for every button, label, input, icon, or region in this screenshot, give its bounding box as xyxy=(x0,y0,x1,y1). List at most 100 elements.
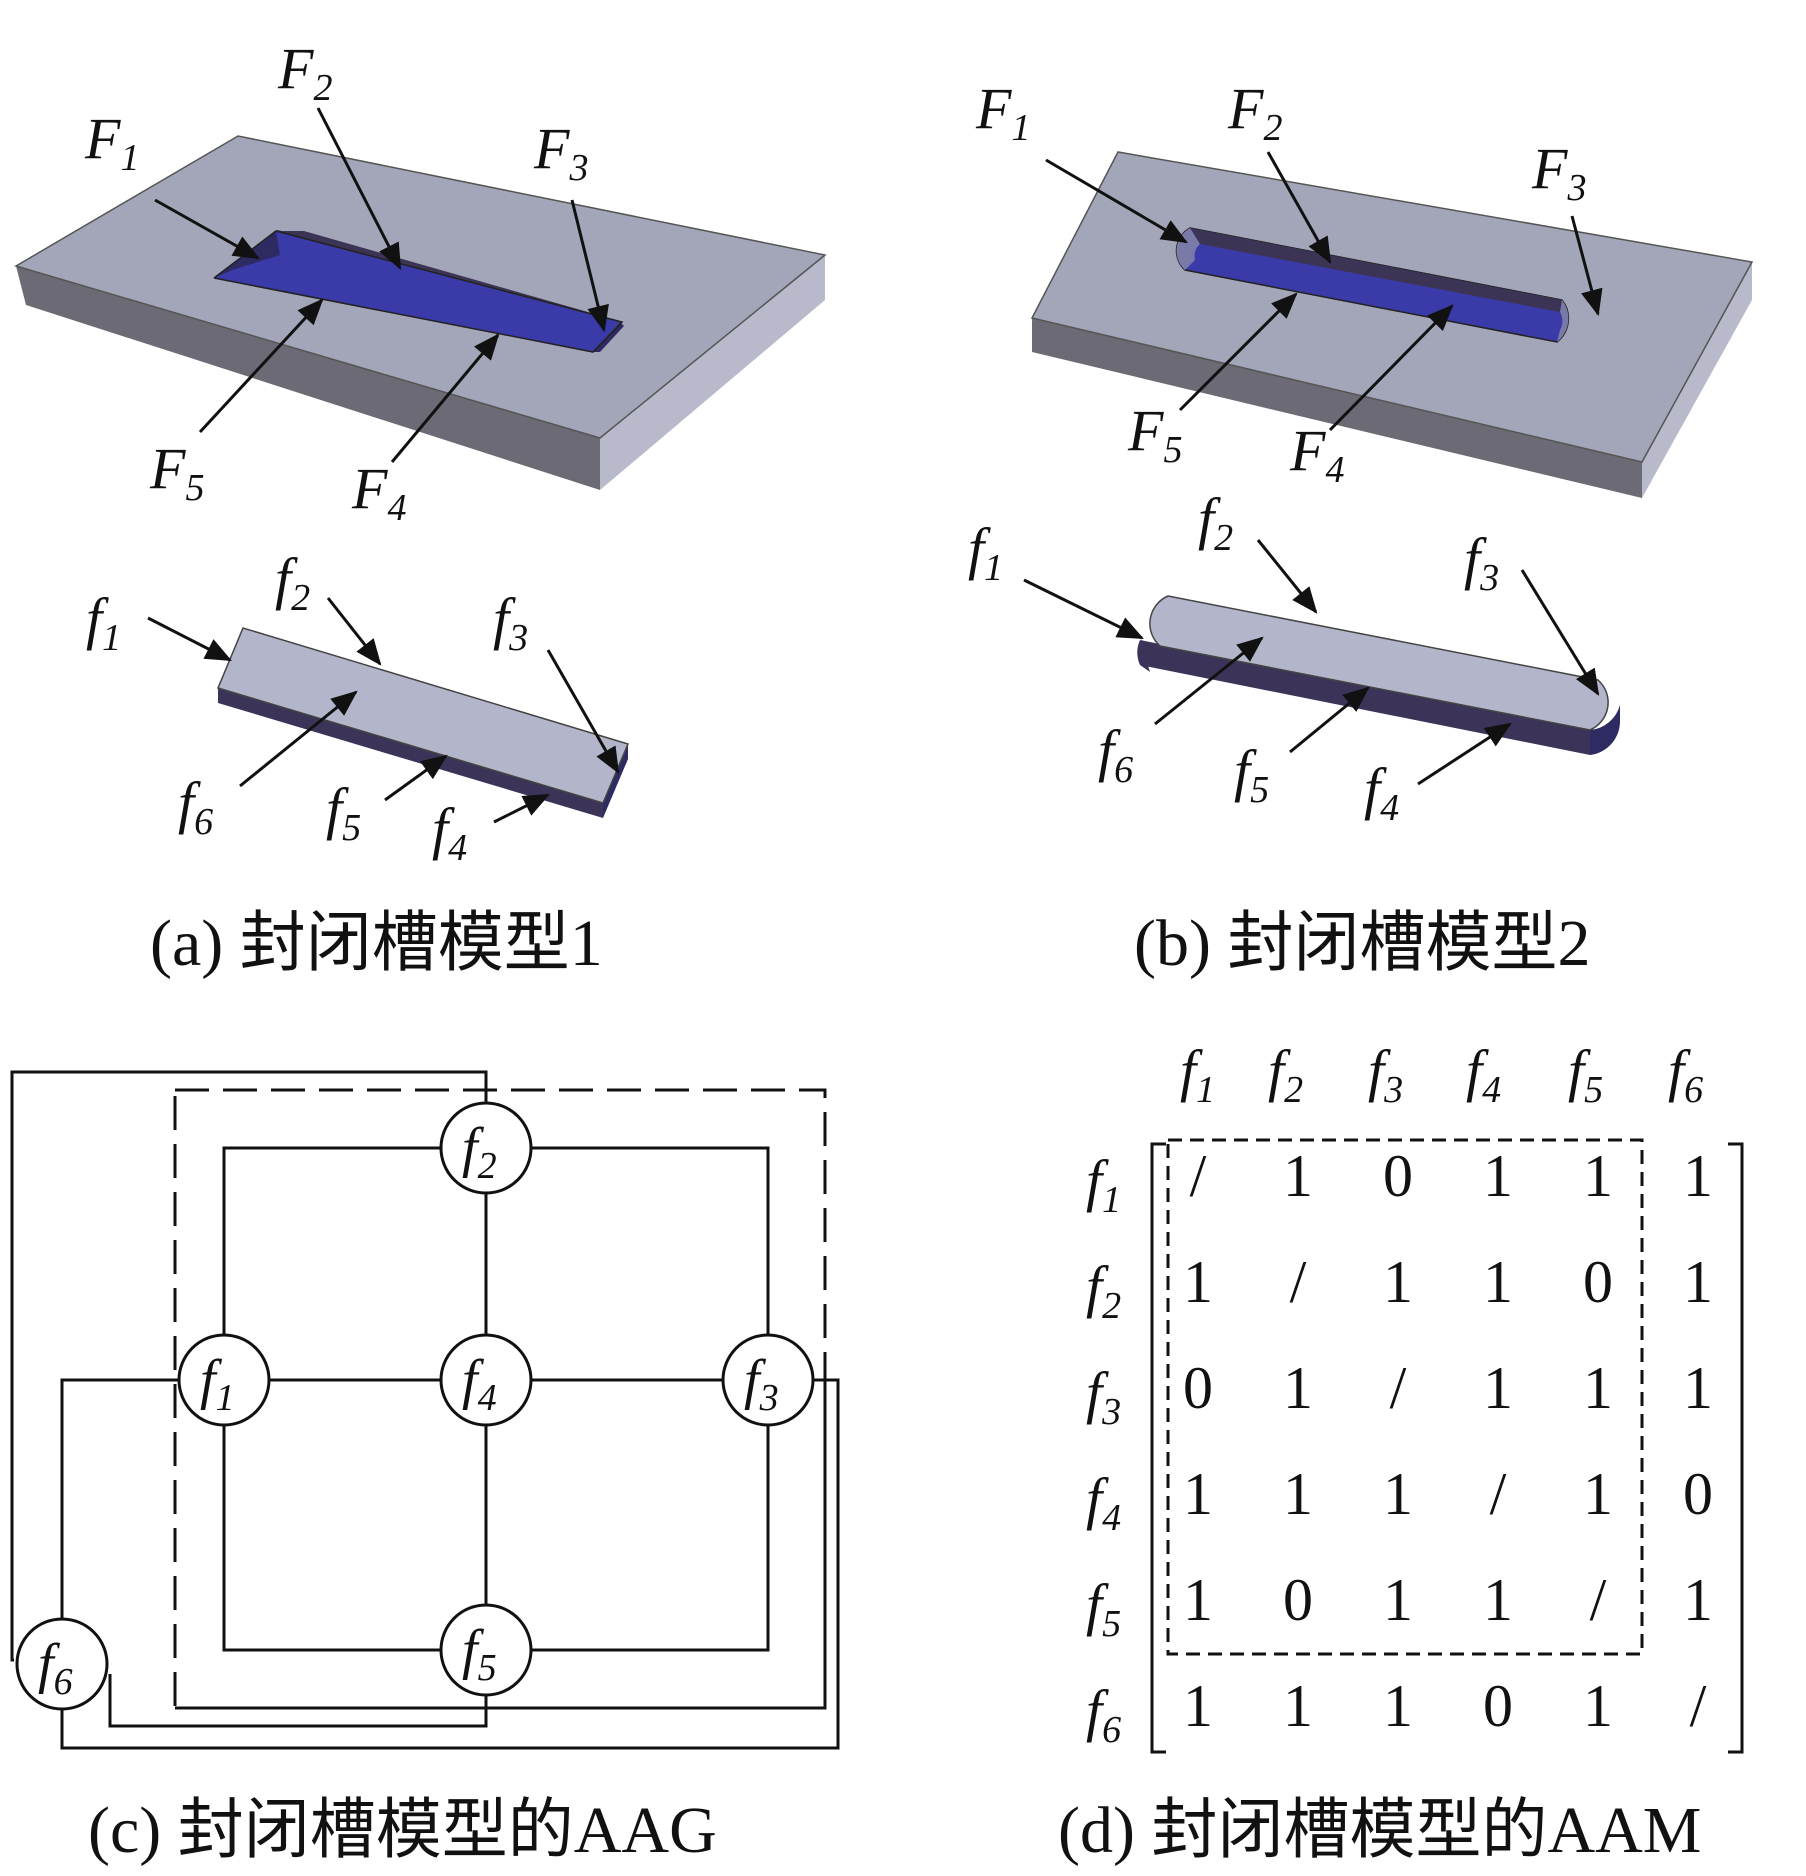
aam-cells: / 1 0 1 1 1 1 / 1 1 0 1 0 1 / 1 1 1 1 1 … xyxy=(1183,1143,1713,1739)
panel-c-aag: f2 f1 f4 f3 f5 f6 (c) 封闭槽模型的AAG xyxy=(10,1070,840,1867)
edge-f2-f3 xyxy=(530,1146,770,1336)
arrow-a-f6 xyxy=(239,690,358,788)
svg-text:f4: f4 xyxy=(432,796,467,869)
svg-text:f2: f2 xyxy=(1198,486,1233,559)
arrow-a-f2 xyxy=(326,597,382,666)
arrow-a-F2 xyxy=(316,107,402,270)
closed-slot-1 xyxy=(213,230,624,353)
block-top xyxy=(1149,595,1609,731)
svg-text:f5: f5 xyxy=(326,776,361,849)
panel-d-aam: f1 f2 f3 f4 f5 f6 f1 f2 f3 f4 f5 f6 / 1 … xyxy=(1058,1038,1744,1867)
block-right-side xyxy=(603,744,628,818)
arrow-b-f1 xyxy=(1023,578,1144,640)
panel-a: F1 F2 F3 F5 F4 f1 f2 xyxy=(14,36,827,980)
arrow-b-F2 xyxy=(1266,151,1332,264)
aam-cell: / xyxy=(1390,1355,1407,1421)
aam-cell: 1 xyxy=(1283,1673,1313,1739)
aam-cell: 1 xyxy=(1683,1567,1713,1633)
arrow-a-F1 xyxy=(154,198,260,260)
svg-text:f6: f6 xyxy=(178,770,213,843)
label-a-F3: F3 xyxy=(533,116,609,333)
edge-f1-f6 xyxy=(60,1378,178,1620)
label-a-F5: F5 xyxy=(149,298,324,509)
aag-node-f5: f5 xyxy=(439,1603,533,1697)
aam-slot-submatrix-box xyxy=(1166,1138,1644,1656)
svg-text:F1: F1 xyxy=(975,76,1030,149)
aam-cell: 1 xyxy=(1683,1143,1713,1209)
aam-row-header: f5 xyxy=(1086,1572,1121,1645)
aam-row-headers: f1 f2 f3 f4 f5 f6 xyxy=(1086,1148,1121,1751)
aag-solid-edges xyxy=(10,1070,840,1750)
edge-f2-f6 xyxy=(10,1070,488,1662)
label-a-F2: F2 xyxy=(277,36,402,270)
aam-cell: / xyxy=(1290,1249,1307,1315)
label-b-F3: F3 xyxy=(1531,136,1603,317)
aam-cell: 1 xyxy=(1383,1249,1413,1315)
aam-col-header: f3 xyxy=(1368,1038,1403,1111)
aam-cell: 1 xyxy=(1483,1355,1513,1421)
slot-block-2-rounded xyxy=(1137,595,1620,755)
aam-cell: 1 xyxy=(1183,1673,1213,1739)
slot-wall-end-right xyxy=(1557,300,1569,342)
aam-cell: 0 xyxy=(1283,1567,1313,1633)
aam-cell: / xyxy=(1490,1461,1507,1527)
aam-row-header: f4 xyxy=(1086,1466,1121,1539)
aam-cell: 1 xyxy=(1183,1461,1213,1527)
arrow-a-F4 xyxy=(390,333,500,463)
aam-cell: / xyxy=(1690,1673,1707,1739)
aam-cell: / xyxy=(1190,1143,1207,1209)
edge-f3-f5 xyxy=(532,1426,770,1652)
block-top xyxy=(216,627,630,804)
svg-text:F2: F2 xyxy=(1227,76,1282,149)
arrow-b-f2 xyxy=(1256,539,1318,614)
slot-subgraph-outline-inner xyxy=(175,1384,827,1710)
aam-cell: 1 xyxy=(1283,1143,1313,1209)
aam-cell: 1 xyxy=(1583,1143,1613,1209)
svg-text:f3: f3 xyxy=(1464,526,1499,599)
svg-text:f4: f4 xyxy=(1364,756,1399,829)
caption-a: (a) 封闭槽模型1 xyxy=(150,907,603,980)
label-b-F5: F5 xyxy=(1127,292,1298,471)
aam-cell: 0 xyxy=(1683,1461,1713,1527)
label-b-f4: f4 xyxy=(1364,722,1512,829)
label-b-F1: F1 xyxy=(975,76,1188,244)
svg-text:F5: F5 xyxy=(149,436,204,509)
arrow-a-f4 xyxy=(493,793,550,824)
aam-cell: 1 xyxy=(1583,1673,1613,1739)
aam-cell: 0 xyxy=(1183,1355,1213,1421)
aam-cell: 1 xyxy=(1583,1461,1613,1527)
aam-cell: / xyxy=(1590,1567,1607,1633)
svg-text:f3: f3 xyxy=(493,586,528,659)
aam-cell: 1 xyxy=(1383,1567,1413,1633)
aam-row-header: f2 xyxy=(1086,1254,1121,1327)
plate-right-side xyxy=(600,255,825,490)
aam-cell: 1 xyxy=(1583,1355,1613,1421)
block-front-side xyxy=(218,688,603,818)
aag-node-f2: f2 xyxy=(439,1101,533,1195)
aag-node-f4: f4 xyxy=(439,1333,533,1427)
svg-text:F5: F5 xyxy=(1127,398,1182,471)
aam-cell: 0 xyxy=(1483,1673,1513,1739)
svg-text:f5: f5 xyxy=(1234,738,1269,811)
aam-cell: 1 xyxy=(1283,1355,1313,1421)
arrow-a-f5 xyxy=(384,754,448,802)
label-a-F1: F1 xyxy=(84,106,260,260)
aam-col-header: f4 xyxy=(1466,1038,1501,1111)
aam-col-header: f6 xyxy=(1668,1038,1703,1111)
svg-text:F4: F4 xyxy=(1289,418,1344,491)
arrow-b-f3 xyxy=(1520,569,1600,696)
label-b-F2: F2 xyxy=(1227,76,1332,264)
plate-right-side xyxy=(1642,262,1752,498)
label-a-f1: f1 xyxy=(86,586,232,662)
svg-text:f1: f1 xyxy=(86,586,121,659)
aam-cell: 1 xyxy=(1683,1249,1713,1315)
aam-brackets xyxy=(1150,1142,1744,1754)
edge-f3-f6 xyxy=(60,1378,840,1750)
arrow-a-F3 xyxy=(570,199,609,333)
aam-col-header: f5 xyxy=(1568,1038,1603,1111)
aam-col-header: f2 xyxy=(1268,1038,1303,1111)
aam-cell: 1 xyxy=(1483,1249,1513,1315)
aam-cell: 1 xyxy=(1183,1567,1213,1633)
arrow-b-F4 xyxy=(1328,304,1454,432)
